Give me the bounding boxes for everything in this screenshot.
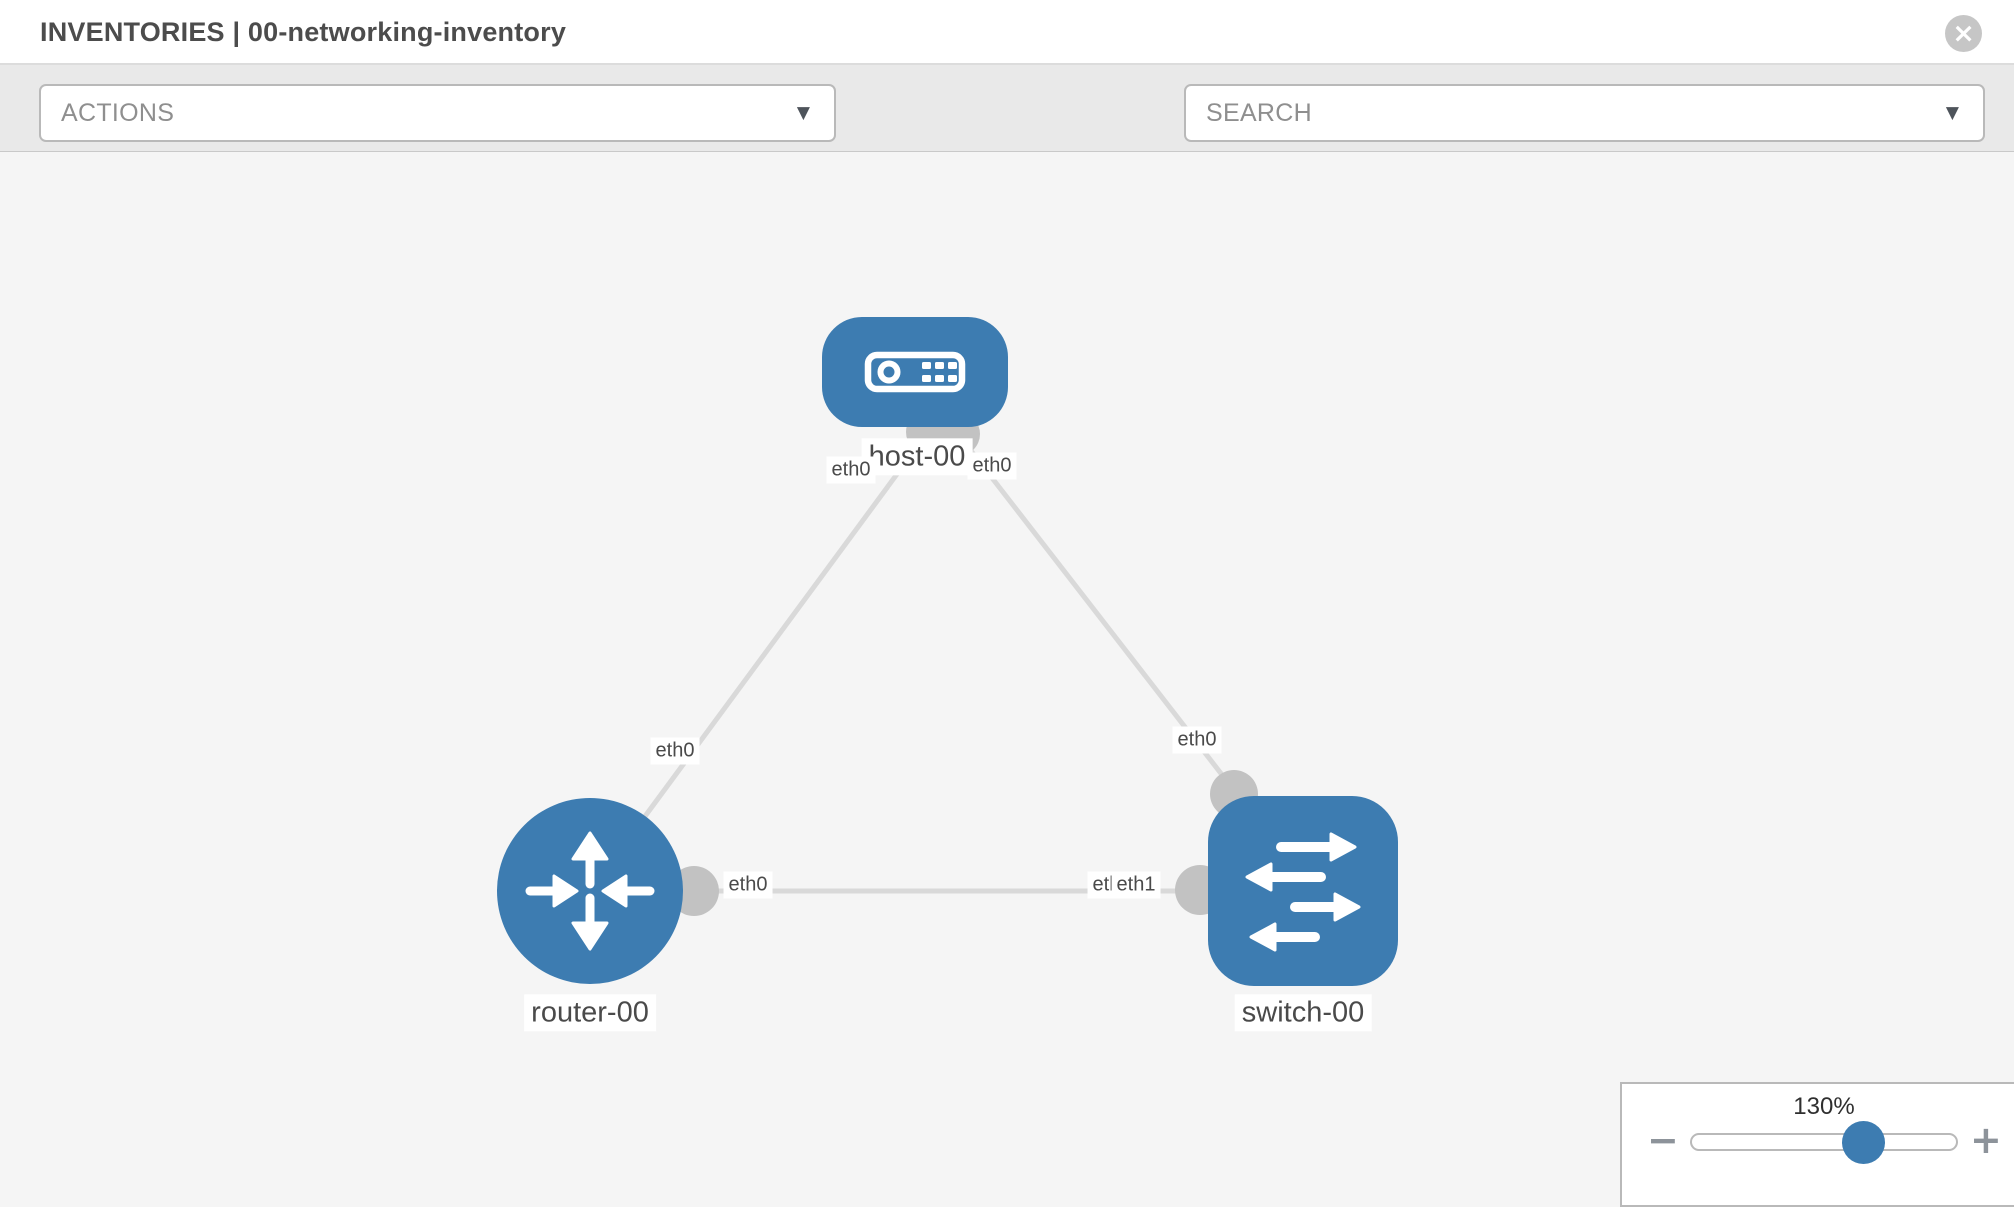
- plus-icon: +: [1970, 1118, 2002, 1162]
- actions-dropdown[interactable]: ACTIONS ▼: [39, 84, 836, 142]
- zoom-slider-handle[interactable]: [1842, 1121, 1885, 1164]
- node-switch[interactable]: [1208, 796, 1398, 986]
- toolbar: ACTIONS ▼ SEARCH ▼: [0, 65, 2014, 199]
- zoom-panel: 130% − +: [1620, 1082, 2014, 1207]
- interface-label-router-eth0-up: eth0: [650, 737, 700, 765]
- interface-label-router-eth0-right: eth0: [723, 871, 773, 899]
- node-label-router: router-00: [524, 994, 656, 1032]
- interface-label-host-eth0-right: eth0: [967, 452, 1017, 480]
- zoom-slider-track[interactable]: [1690, 1133, 1958, 1151]
- host-icon: [864, 351, 966, 393]
- caret-down-icon: ▼: [796, 103, 810, 123]
- node-label-switch: switch-00: [1234, 994, 1372, 1032]
- node-host[interactable]: [822, 317, 1008, 427]
- caret-down-icon: ▼: [1945, 103, 1959, 123]
- search-dropdown[interactable]: SEARCH ▼: [1184, 84, 1985, 142]
- router-icon: [525, 831, 655, 951]
- minus-icon: −: [1647, 1118, 1679, 1162]
- zoom-out-button[interactable]: −: [1647, 1121, 1679, 1159]
- close-button[interactable]: ×: [1945, 15, 1982, 52]
- switch-icon: [1245, 832, 1361, 952]
- interface-label-switch-eth1: eth1: [1111, 871, 1161, 899]
- topology-canvas[interactable]: host-00 router-00 switch-00 eth0 eth0 et…: [0, 152, 2014, 1207]
- page-title: INVENTORIES | 00-networking-inventory: [40, 17, 567, 47]
- interface-label-switch-eth0-top: eth0: [1172, 726, 1222, 754]
- header: INVENTORIES | 00-networking-inventory ×: [0, 0, 2014, 65]
- node-router[interactable]: [497, 798, 683, 984]
- zoom-level: 130%: [1793, 1093, 1855, 1120]
- zoom-in-button[interactable]: +: [1970, 1121, 2002, 1159]
- close-icon: ×: [1952, 18, 1975, 49]
- actions-label: ACTIONS: [61, 98, 175, 127]
- node-label-host: host-00: [861, 438, 973, 476]
- search-label: SEARCH: [1206, 98, 1312, 127]
- link-router-host[interactable]: [587, 430, 931, 893]
- interface-label-host-eth0-left: eth0: [826, 456, 876, 484]
